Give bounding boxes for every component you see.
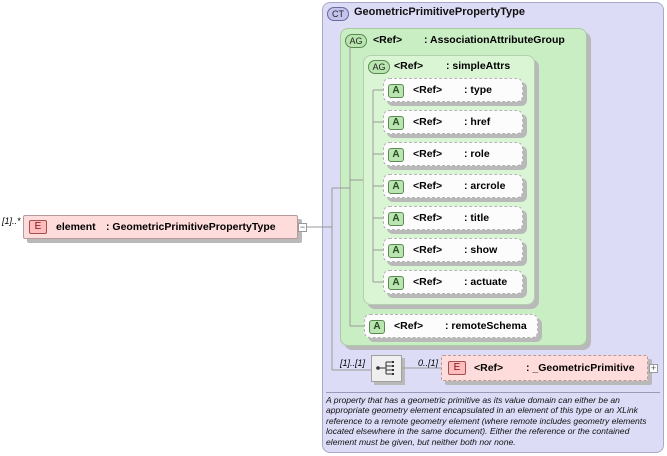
attribute-badge: A — [369, 320, 385, 334]
attribute-badge: A — [388, 116, 404, 130]
attribute-remote-schema[interactable] — [364, 314, 538, 338]
attribute-ref: <Ref> — [413, 276, 443, 288]
collapse-toggle-icon[interactable]: − — [298, 222, 307, 232]
sequence-icon — [376, 361, 394, 375]
attribute-badge: A — [388, 244, 404, 258]
attribute-badge: A — [388, 212, 404, 226]
root-element-label: element — [56, 221, 96, 233]
association-group-name: : AssociationAttributeGroup — [424, 34, 565, 46]
attribute-name: : href — [464, 116, 491, 128]
expand-toggle-icon[interactable]: + — [649, 363, 658, 373]
sequence-compositor[interactable] — [371, 355, 402, 382]
attribute-ref: <Ref> — [413, 116, 443, 128]
root-element-type: : GeometricPrimitivePropertyType — [106, 221, 276, 233]
root-element-cardinality: [1]..* — [2, 216, 21, 226]
attribute-name: : role — [464, 148, 490, 160]
attribute-arcrole[interactable] — [383, 174, 523, 198]
element-badge: E — [448, 361, 466, 375]
attribute-ref: <Ref> — [394, 320, 424, 332]
simple-attrs-badge: AG — [368, 60, 390, 74]
association-group-ref: <Ref> — [373, 34, 403, 46]
attribute-ref: <Ref> — [413, 180, 443, 192]
child-element-ref: <Ref> — [474, 362, 504, 374]
attribute-ref: <Ref> — [413, 244, 443, 256]
attribute-ref: <Ref> — [413, 84, 443, 96]
child-element-name: : _GeometricPrimitive — [526, 362, 635, 374]
attribute-badge: A — [388, 84, 404, 98]
type-description: A property that has a geometric primitiv… — [326, 395, 647, 447]
attribute-role[interactable] — [383, 142, 523, 166]
complex-type-badge: CT — [327, 7, 349, 21]
attribute-ref: <Ref> — [413, 212, 443, 224]
attribute-name: : arcrole — [464, 180, 506, 192]
association-group-badge: AG — [345, 34, 367, 48]
attribute-type[interactable] — [383, 78, 523, 102]
description-divider — [326, 392, 660, 393]
element-badge: E — [29, 220, 47, 234]
simple-attrs-name: : simpleAttrs — [446, 60, 511, 72]
sequence-cardinality: [1]..[1] — [340, 358, 366, 368]
attribute-name: : actuate — [464, 276, 508, 288]
simple-attrs-ref: <Ref> — [394, 60, 424, 72]
attribute-name: : show — [464, 244, 498, 256]
attribute-name: : remoteSchema — [445, 320, 527, 332]
attribute-badge: A — [388, 276, 404, 290]
geometric-primitive-element[interactable] — [441, 355, 648, 381]
attribute-title[interactable] — [383, 206, 523, 230]
child-element-cardinality: 0..[1] — [418, 358, 439, 368]
attribute-badge: A — [388, 148, 404, 162]
attribute-ref: <Ref> — [413, 148, 443, 160]
attribute-actuate[interactable] — [383, 270, 523, 294]
attribute-show[interactable] — [383, 238, 523, 262]
attribute-name: : title — [464, 212, 490, 224]
attribute-badge: A — [388, 180, 404, 194]
attribute-name: : type — [464, 84, 493, 96]
complex-type-title: GeometricPrimitivePropertyType — [354, 6, 525, 18]
attribute-href[interactable] — [383, 110, 523, 134]
root-element[interactable] — [23, 215, 298, 239]
